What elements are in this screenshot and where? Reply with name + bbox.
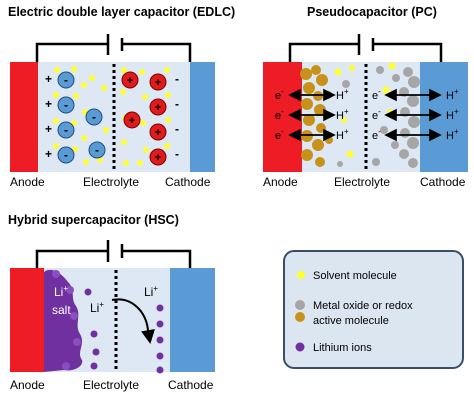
svg-text:+: +	[155, 102, 161, 114]
edlc-cathode-label: Cathode	[165, 175, 211, 189]
hsc-cathode-label: Cathode	[168, 378, 214, 392]
hsc-li-salt-label-2: salt	[52, 303, 71, 317]
edlc-anion: -	[57, 96, 75, 114]
edlc-cation: +	[123, 111, 141, 129]
edlc-cathode-minus-signs: - - - -	[175, 72, 179, 161]
pc-electron-label: e-	[275, 127, 284, 142]
edlc-anode-electrode	[10, 62, 38, 172]
legend-lithium-swatch	[295, 342, 305, 352]
edlc-minus-sign: -	[175, 147, 179, 161]
hsc-electrolyte-label: Electrolyte	[83, 378, 139, 392]
svg-text:+: +	[155, 77, 161, 89]
hsc-li-salt-label: Li+	[54, 284, 68, 299]
legend-metal-oxide-swatch	[295, 300, 305, 310]
hsc-lithium-ions	[84, 288, 164, 374]
svg-text:-: -	[92, 110, 96, 124]
legend-lithium-label: Lithium ions	[313, 342, 372, 354]
edlc-cathode-electrode	[190, 62, 215, 172]
svg-text:-: -	[64, 123, 68, 137]
edlc-cation: +	[121, 71, 139, 89]
pc-anode-electrode	[263, 62, 302, 172]
edlc-plus-sign: +	[45, 147, 52, 161]
pc-proton-label: H+	[446, 87, 459, 102]
edlc-anion: -	[57, 121, 75, 139]
legend-metal-oxide-label-2: active molecule	[313, 315, 389, 327]
edlc-plus-sign: +	[45, 72, 52, 86]
svg-text:-: -	[64, 148, 68, 162]
edlc-plus-sign: +	[45, 122, 52, 136]
edlc-minus-sign: -	[175, 72, 179, 86]
edlc-anion: -	[57, 146, 75, 164]
pc-proton-label: H+	[446, 127, 459, 142]
edlc-electrolyte-label: Electrolyte	[83, 175, 139, 189]
edlc-anode-label: Anode	[10, 175, 45, 189]
edlc-solvent-molecules	[53, 66, 171, 166]
pc-proton-label: H+	[336, 107, 349, 122]
pc-electron-label: e-	[372, 127, 381, 142]
pc-exchange-rows: e- H+ e- H+ e- H+ e- H+ e- H+ e-	[275, 87, 459, 142]
edlc-minus-sign: -	[175, 122, 179, 136]
hsc-li-salt-region	[44, 269, 83, 372]
pc-title: Pseudocapacitor (PC)	[307, 5, 437, 19]
edlc-panel: Electric double layer capacitor (EDLC) +…	[8, 5, 235, 189]
pc-panel: Pseudocapacitor (PC)	[263, 5, 468, 189]
edlc-minus-sign: -	[175, 97, 179, 111]
pc-exchange-row: e- H+ e- H+	[275, 87, 459, 102]
svg-text:+: +	[155, 127, 161, 139]
hsc-title: Hybrid supercapacitor (HSC)	[8, 213, 179, 227]
edlc-anion: -	[85, 108, 103, 126]
pc-proton-label: H+	[336, 87, 349, 102]
pc-cathode-electrode	[420, 62, 468, 172]
hsc-cathode-electrode	[170, 268, 215, 372]
pc-electron-label: e-	[372, 87, 381, 102]
pc-cathode-label: Cathode	[420, 175, 466, 189]
hsc-circuit-wire	[35, 240, 192, 268]
edlc-cation: +	[149, 73, 167, 91]
svg-text:-: -	[64, 73, 68, 87]
pc-electrolyte-label: Electrolyte	[334, 175, 390, 189]
pc-electron-label: e-	[275, 87, 284, 102]
pc-proton-label: H+	[446, 107, 459, 122]
legend-redox-swatch	[295, 312, 305, 322]
edlc-cation: +	[149, 148, 167, 166]
hsc-lithium-label: Li+	[90, 300, 104, 315]
legend: Solvent molecule Metal oxide or redox ac…	[283, 250, 464, 369]
legend-metal-oxide-label-1: Metal oxide or redox	[313, 300, 413, 312]
svg-text:+: +	[155, 152, 161, 164]
hsc-migration-arrow	[111, 298, 155, 344]
pc-exchange-row: e- H+ e- H+	[275, 127, 459, 142]
svg-text:+: +	[127, 75, 133, 87]
edlc-plus-sign: +	[45, 97, 52, 111]
edlc-circuit-wire	[35, 34, 192, 62]
legend-item-lithium: Lithium ions	[295, 342, 372, 354]
hsc-anode-electrode	[10, 268, 44, 372]
hsc-panel: Hybrid supercapacitor (HSC) Li+ salt Li+…	[8, 213, 215, 392]
legend-item-metal-oxide: Metal oxide or redox active molecule	[295, 300, 413, 327]
edlc-cation: +	[149, 123, 167, 141]
legend-item-solvent: Solvent molecule	[297, 270, 397, 282]
pc-anode-label: Anode	[263, 175, 298, 189]
legend-box	[283, 250, 464, 369]
edlc-anode-plus-signs: + + + +	[45, 72, 52, 161]
edlc-anion: -	[88, 141, 106, 159]
edlc-anions: - - - - - -	[57, 71, 106, 164]
edlc-anion: -	[57, 71, 75, 89]
pc-proton-label: H+	[336, 127, 349, 142]
edlc-title: Electric double layer capacitor (EDLC)	[8, 5, 235, 19]
hsc-lithium-label-cathode: Li+	[144, 284, 158, 299]
edlc-cations: + + + + + +	[121, 71, 167, 166]
legend-solvent-swatch	[297, 271, 305, 279]
pc-electron-label: e-	[372, 107, 381, 122]
legend-solvent-label: Solvent molecule	[313, 270, 397, 282]
hsc-anode-label: Anode	[10, 378, 45, 392]
svg-text:-: -	[64, 98, 68, 112]
pc-electron-label: e-	[275, 107, 284, 122]
pc-exchange-row: e- H+ e- H+	[275, 107, 459, 122]
svg-text:+: +	[129, 115, 135, 127]
hsc-li-salt-bubbles	[52, 270, 81, 370]
edlc-cation: +	[149, 98, 167, 116]
svg-text:-: -	[95, 143, 99, 157]
pc-circuit-wire	[288, 34, 443, 62]
